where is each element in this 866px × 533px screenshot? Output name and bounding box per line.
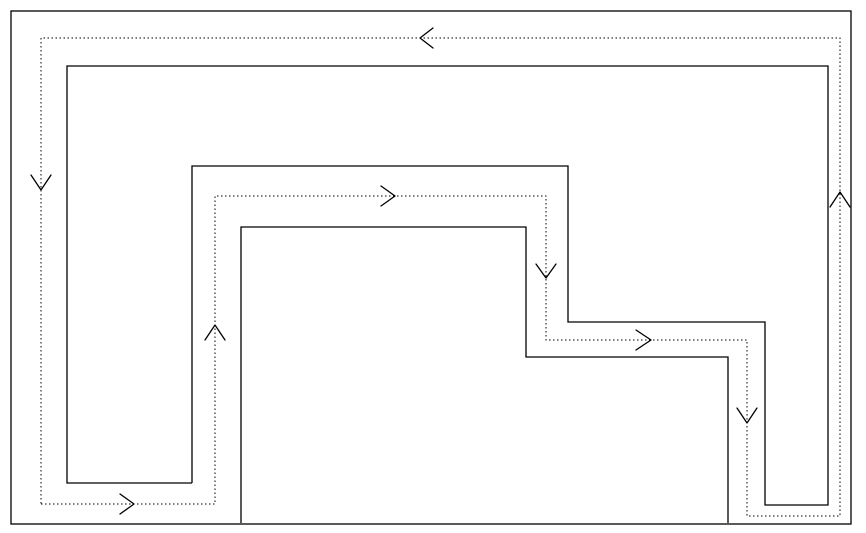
arrows	[30, 27, 851, 515]
arrow-up-corridor	[204, 324, 226, 341]
flow-path	[40, 37, 841, 517]
arrow-right-step	[635, 329, 652, 351]
arrow-left-top	[419, 27, 434, 49]
arrow-up-right	[829, 191, 851, 208]
arrow-right-bottom-left	[119, 493, 135, 515]
outer-frame	[10, 10, 852, 525]
boundary-outer	[66, 65, 829, 506]
arrow-down-middle	[535, 263, 557, 279]
arrow-right-top-inner	[380, 185, 396, 207]
boundary-inner	[240, 226, 729, 523]
arrow-down-right-inner	[736, 407, 758, 424]
arrow-down-left	[30, 174, 52, 191]
